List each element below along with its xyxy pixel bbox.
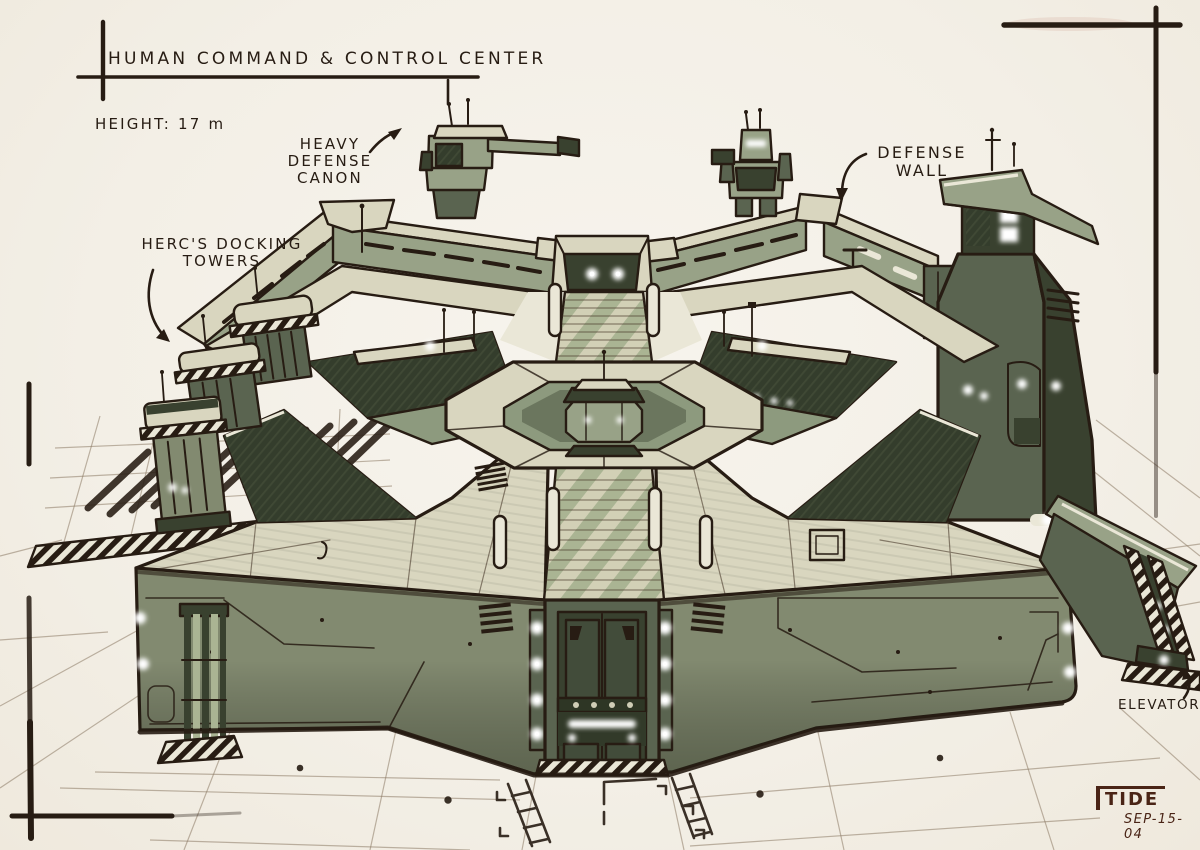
roof-recess-right — [786, 408, 982, 524]
wall-vent-right — [690, 602, 726, 634]
wall-vent-left — [478, 602, 514, 634]
front-wall-right — [655, 566, 1078, 774]
sentry-turret — [710, 108, 794, 218]
front-wall-left — [134, 566, 547, 776]
elevator-base-pad — [1120, 662, 1200, 692]
annotation-arrows — [147, 128, 1192, 700]
roof-right-wing — [654, 442, 1070, 602]
signature-date: SEP-15-04 — [1124, 812, 1184, 842]
conduit-pipes — [156, 602, 244, 765]
sheet-title: HUMAN COMMAND & CONTROL CENTER — [108, 49, 547, 69]
label-elevator: ELEVATOR — [1118, 697, 1200, 713]
elevator-rail-right — [1146, 554, 1196, 662]
building-base-line — [137, 700, 1065, 778]
main-gate — [534, 598, 670, 777]
height-spec: HEIGHT: 17 m — [95, 115, 226, 133]
heavy-defense-canon-turret — [418, 98, 581, 220]
label-defense-wall: DEFENSE WALL — [877, 143, 967, 180]
roof-vent-grille — [474, 461, 509, 492]
arrow-hercs-docking-towers — [147, 268, 166, 338]
ladder-mark-right — [670, 772, 714, 840]
artist-signature: TIDE — [1096, 786, 1166, 810]
label-hercs-docking-towers: HERC'S DOCKING TOWERS — [141, 235, 303, 270]
upper-ramp — [500, 282, 702, 364]
hub-cupola — [562, 349, 646, 458]
wall-corner-flare-right — [794, 192, 844, 226]
wall-gate — [550, 234, 654, 294]
frame-marks — [9, 5, 1183, 841]
docking-towers — [139, 266, 320, 535]
roof-recess-left — [222, 408, 418, 524]
elevator-ramp — [1038, 494, 1200, 692]
label-heavy-defense-canon: HEAVY DEFENSE CANON — [287, 135, 373, 187]
ground-markings — [296, 754, 944, 848]
ladder-mark-left — [506, 778, 552, 848]
ground-grid — [0, 419, 1200, 850]
central-hub — [444, 349, 764, 577]
wall-corner-flare-left — [318, 198, 396, 234]
front-ramp — [542, 466, 666, 602]
